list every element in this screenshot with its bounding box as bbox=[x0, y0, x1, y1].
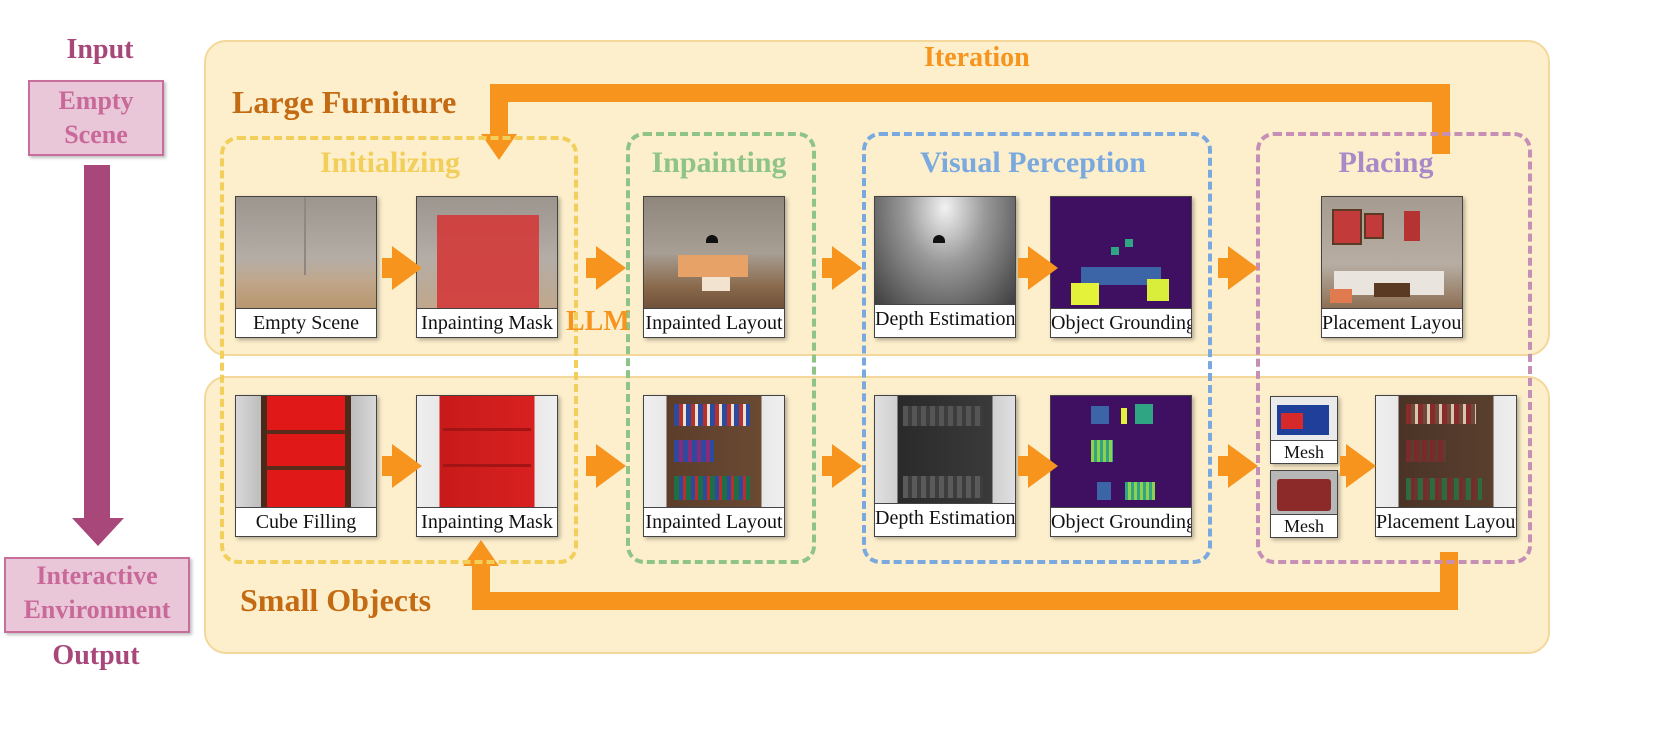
input-box: Empty Scene bbox=[28, 80, 164, 156]
caption-object-grounding-top: Object Grounding bbox=[1051, 308, 1191, 337]
caption-inpainting-mask-top: Inpainting Mask bbox=[417, 308, 557, 337]
thumb-object-grounding-top: Object Grounding bbox=[1050, 196, 1192, 338]
stage-initializing-title: Initializing bbox=[319, 146, 461, 179]
caption-inpainted-layout-bottom: Inpainted Layout bbox=[644, 507, 784, 536]
caption-object-grounding-bottom: Object Grounding bbox=[1051, 507, 1191, 536]
iteration-arrow-top-bar bbox=[490, 84, 1450, 102]
output-box: Interactive Environment bbox=[4, 557, 190, 633]
thumb-cube-filling: Cube Filling bbox=[235, 395, 377, 537]
thumb-inpainted-layout-bottom: Inpainted Layout bbox=[643, 395, 785, 537]
stage-inpainting bbox=[626, 132, 816, 564]
caption-empty-scene: Empty Scene bbox=[236, 308, 376, 337]
flow-arrow-head bbox=[72, 518, 124, 546]
stage-visual-perception-title: Visual Perception bbox=[920, 146, 1146, 179]
large-furniture-title: Large Furniture bbox=[232, 84, 457, 120]
caption-cube-filling: Cube Filling bbox=[236, 507, 376, 536]
stage-inpainting-title: Inpainting bbox=[651, 146, 787, 179]
stage-visual-perception bbox=[862, 132, 1212, 564]
caption-mesh-2: Mesh bbox=[1271, 514, 1337, 537]
output-box-line2: Environment bbox=[23, 595, 171, 624]
thumb-inpainting-mask-top: Inpainting Mask bbox=[416, 196, 558, 338]
iteration-arrow-top-left bbox=[490, 84, 508, 136]
thumb-mesh-2: Mesh bbox=[1270, 470, 1338, 538]
iteration-arrow-bottom-bar bbox=[472, 592, 1458, 610]
thumb-inpainted-layout-top: Inpainted Layout bbox=[643, 196, 785, 338]
thumb-depth-estimation-bottom: Depth Estimation bbox=[874, 395, 1016, 537]
caption-inpainting-mask-bottom: Inpainting Mask bbox=[417, 507, 557, 536]
stage-initializing bbox=[220, 136, 578, 564]
iteration-arrow-bottom-left bbox=[472, 566, 490, 610]
small-objects-title: Small Objects bbox=[240, 582, 432, 618]
thumb-empty-scene: Empty Scene bbox=[235, 196, 377, 338]
caption-depth-estimation-top: Depth Estimation bbox=[875, 304, 1015, 337]
thumb-placement-layout-top: Placement Layout bbox=[1321, 196, 1463, 338]
output-label: Output bbox=[52, 640, 140, 671]
output-box-line1: Interactive bbox=[36, 561, 158, 590]
thumb-mesh-1: Mesh bbox=[1270, 396, 1338, 464]
stage-placing bbox=[1256, 132, 1532, 564]
caption-inpainted-layout-top: Inpainted Layout bbox=[644, 308, 784, 337]
caption-mesh-1: Mesh bbox=[1271, 440, 1337, 463]
flow-arrow-shaft bbox=[84, 165, 110, 520]
thumb-object-grounding-bottom: Object Grounding bbox=[1050, 395, 1192, 537]
input-label: Input bbox=[66, 34, 134, 65]
caption-placement-layout-top: Placement Layout bbox=[1322, 308, 1462, 337]
iteration-label: Iteration bbox=[924, 42, 1030, 73]
caption-depth-estimation-bottom: Depth Estimation bbox=[875, 503, 1015, 536]
llm-label: LLM bbox=[566, 306, 630, 337]
stage-placing-title: Placing bbox=[1338, 146, 1434, 179]
input-box-line2: Scene bbox=[64, 120, 128, 149]
input-box-line1: Empty bbox=[58, 86, 134, 115]
thumb-depth-estimation-top: Depth Estimation bbox=[874, 196, 1016, 338]
caption-placement-layout-bottom: Placement Layout bbox=[1376, 507, 1516, 536]
thumb-placement-layout-bottom: Placement Layout bbox=[1375, 395, 1517, 537]
thumb-inpainting-mask-bottom: Inpainting Mask bbox=[416, 395, 558, 537]
